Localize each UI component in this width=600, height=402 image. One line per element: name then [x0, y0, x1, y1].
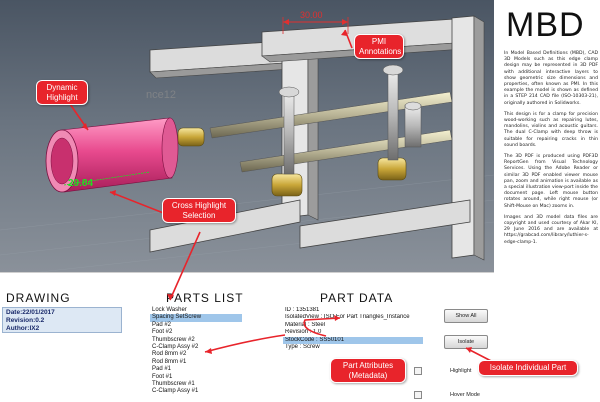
callout-isolate-part: Isolate Individual Part	[478, 360, 578, 376]
hover-mode-label: Hover Mode	[450, 392, 480, 398]
parts-list-item[interactable]: Pad #1	[152, 366, 172, 373]
parts-list-item[interactable]: Lock Washer	[152, 307, 187, 313]
parts-list-item[interactable]: Foot #1	[152, 373, 173, 380]
show-all-button[interactable]: Show All	[444, 309, 488, 323]
drawing-info-box: Date:22/01/2017 Revision:0.2 Author:IX2	[2, 307, 122, 333]
ghost-part-label: nce12	[146, 89, 176, 101]
part-data-row-selected: StockCode : SS50101	[283, 336, 423, 345]
parts-list-item[interactable]: C-Clamp Assy #2	[152, 344, 199, 351]
drawing-date: Date:22/01/2017	[6, 309, 55, 316]
part-data-row: Revision : 1.0	[285, 329, 322, 336]
callout-part-attributes: Part Attributes (Metadata)	[330, 358, 406, 383]
c-clamp-right[interactable]	[261, 15, 485, 261]
highlight-label: Highlight	[450, 368, 472, 374]
callout-cross-highlight: Cross Highlight Selection	[162, 198, 236, 223]
parts-list-item[interactable]: C-Clamp Assy #1	[152, 388, 199, 395]
description-paragraph-1: In Model Based Definitions (MBD), CAD 3D…	[504, 51, 598, 106]
bottom-panel: DRAWING Date:22/01/2017 Revision:0.2 Aut…	[0, 272, 494, 402]
3d-viewport[interactable]: nce12 30.00 29.84	[0, 0, 494, 272]
parts-list-item[interactable]: Pad #2	[152, 321, 172, 328]
pad-screw[interactable]	[278, 64, 422, 175]
parts-list-item[interactable]: Foot #2	[152, 329, 173, 336]
parts-list-item[interactable]: Rod 8mm #1	[152, 358, 187, 365]
parts-list-item[interactable]: Rod 8mm #2	[152, 351, 187, 358]
isolate-button[interactable]: Isolate	[444, 335, 488, 349]
part-data-row: IsolatedView : ISO For Part Triangles_In…	[285, 314, 410, 321]
mbd-title: MBD	[506, 6, 585, 44]
parts-list-item-selected[interactable]: Spacing SetScrew	[150, 314, 242, 322]
parts-list-item[interactable]: Thumbscrew #1	[152, 381, 195, 388]
pmi-dimension-left-value: 29.84	[68, 178, 93, 189]
highlight-checkbox[interactable]	[414, 367, 422, 375]
pmi-dimension-left: 29.84	[63, 171, 151, 189]
part-data-row: Type : Screw	[285, 344, 320, 351]
callout-pmi-annotations: PMI Annotations	[354, 34, 404, 59]
callout-dynamic-highlight: Dynamic Highlight	[36, 80, 88, 105]
part-data-row: ID : 1351381	[285, 307, 320, 313]
description-paragraph-2: This design is for a clamp for precision…	[504, 111, 598, 148]
hover-mode-checkbox[interactable]	[414, 391, 422, 399]
description-paragraph-3: The 3D PDF is produced using PDF3D Repor…	[504, 154, 598, 209]
part-data-list: ID : 1351381 IsolatedView : ISO For Part…	[283, 307, 423, 351]
highlighted-part[interactable]	[45, 117, 179, 193]
drawing-revision: Revision:0.2	[6, 317, 45, 324]
parts-list-heading: PARTS LIST	[166, 291, 244, 305]
part-data-heading: PART DATA	[320, 291, 394, 305]
parts-list-item[interactable]: Thumbscrew #2	[152, 336, 195, 343]
thumbscrew[interactable]	[177, 127, 407, 197]
pmi-dimension-top-value: 30.00	[300, 10, 323, 20]
drawing-heading: DRAWING	[6, 291, 71, 305]
drawing-author: Author:IX2	[6, 325, 40, 332]
parts-list: Lock Washer Spacing SetScrew Pad #2 Foot…	[150, 307, 242, 396]
description-paragraph-4: Images and 3D model data files are copyr…	[504, 214, 598, 245]
part-data-row: Material : Steel	[285, 321, 326, 328]
description-column: MBD In Model Based Definitions (MBD), CA…	[500, 0, 600, 402]
